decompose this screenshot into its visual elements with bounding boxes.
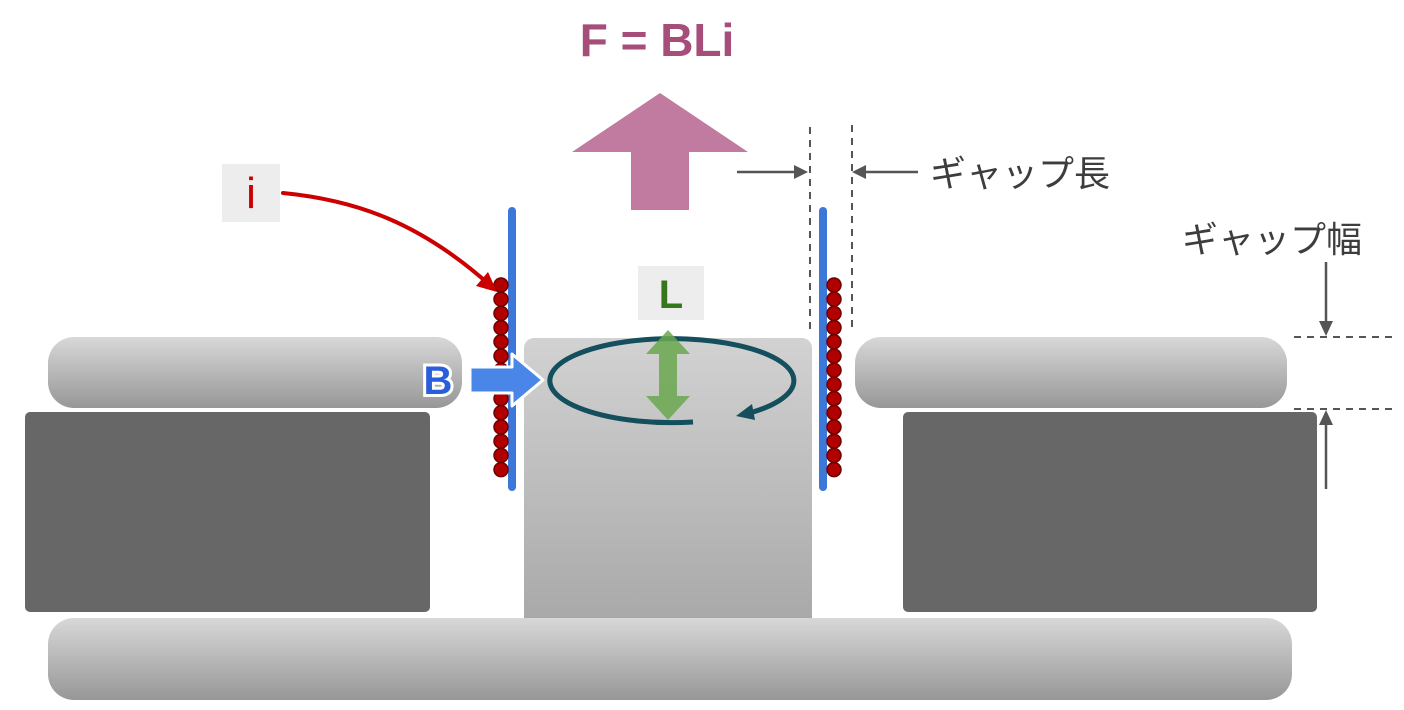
length-label: L [659, 273, 683, 317]
coil-former-left [508, 207, 516, 491]
coil-turn-dot [493, 461, 509, 478]
coil-turn-dot [826, 419, 842, 435]
coil-turn-dot [826, 433, 842, 449]
current-label: i [246, 169, 256, 218]
length-double-arrow [646, 330, 690, 420]
gap-length-label: ギャップ長 [930, 153, 1110, 194]
coil-turn-dot [493, 277, 509, 293]
top-plate-left [48, 337, 462, 408]
coil-turn-dot [826, 348, 842, 364]
coil-turn-dot [493, 291, 509, 307]
current-arrow [281, 191, 494, 289]
coil-turn-dot [826, 334, 842, 350]
coil-turn-dot [493, 405, 509, 421]
field-label: B [424, 359, 453, 403]
coil-turn-dot [826, 405, 842, 421]
gap-width-arrowhead-down [1319, 321, 1333, 336]
gap-width-arrowhead-up [1319, 410, 1333, 425]
coil-turn-dot [493, 447, 509, 464]
gap-length-arrowhead-right [852, 165, 866, 179]
coil-turn-dot [826, 291, 842, 307]
force-arrow [572, 93, 748, 210]
coil-turn-dot [493, 348, 509, 364]
bottom-plate [48, 618, 1292, 700]
gap-width-label: ギャップ幅 [1182, 219, 1362, 260]
coil-turn-dot [493, 334, 509, 350]
coil-turn-dot [826, 277, 842, 293]
gap-length-arrowhead-left [794, 165, 808, 179]
top-plate-right [855, 337, 1287, 408]
current-label-box [222, 164, 280, 222]
coil-turn-dot [493, 305, 509, 322]
coil-turn-dot [826, 362, 842, 378]
force-formula: F = BLi [580, 14, 735, 66]
magnet-left [25, 412, 430, 612]
coil-turn-dot [826, 305, 842, 322]
coil-turn-dot [493, 419, 509, 435]
magnet-right [903, 412, 1317, 612]
length-label-box [638, 266, 704, 320]
coil-turn-dot [493, 433, 509, 449]
coil-turn-dot [826, 447, 842, 464]
coil-turn-dot [493, 319, 509, 336]
field-arrow [468, 352, 545, 408]
coil-turn-dot [826, 319, 842, 336]
flux-loop [547, 336, 797, 426]
coil-stack-right [826, 277, 842, 478]
coil-turn-dot [826, 390, 842, 407]
coil-turn-dot [826, 461, 842, 478]
current-arrowhead [476, 272, 497, 292]
flux-loop-arrowhead [736, 404, 755, 420]
coil-turn-dot [826, 376, 842, 393]
coil-former-right [819, 207, 827, 491]
